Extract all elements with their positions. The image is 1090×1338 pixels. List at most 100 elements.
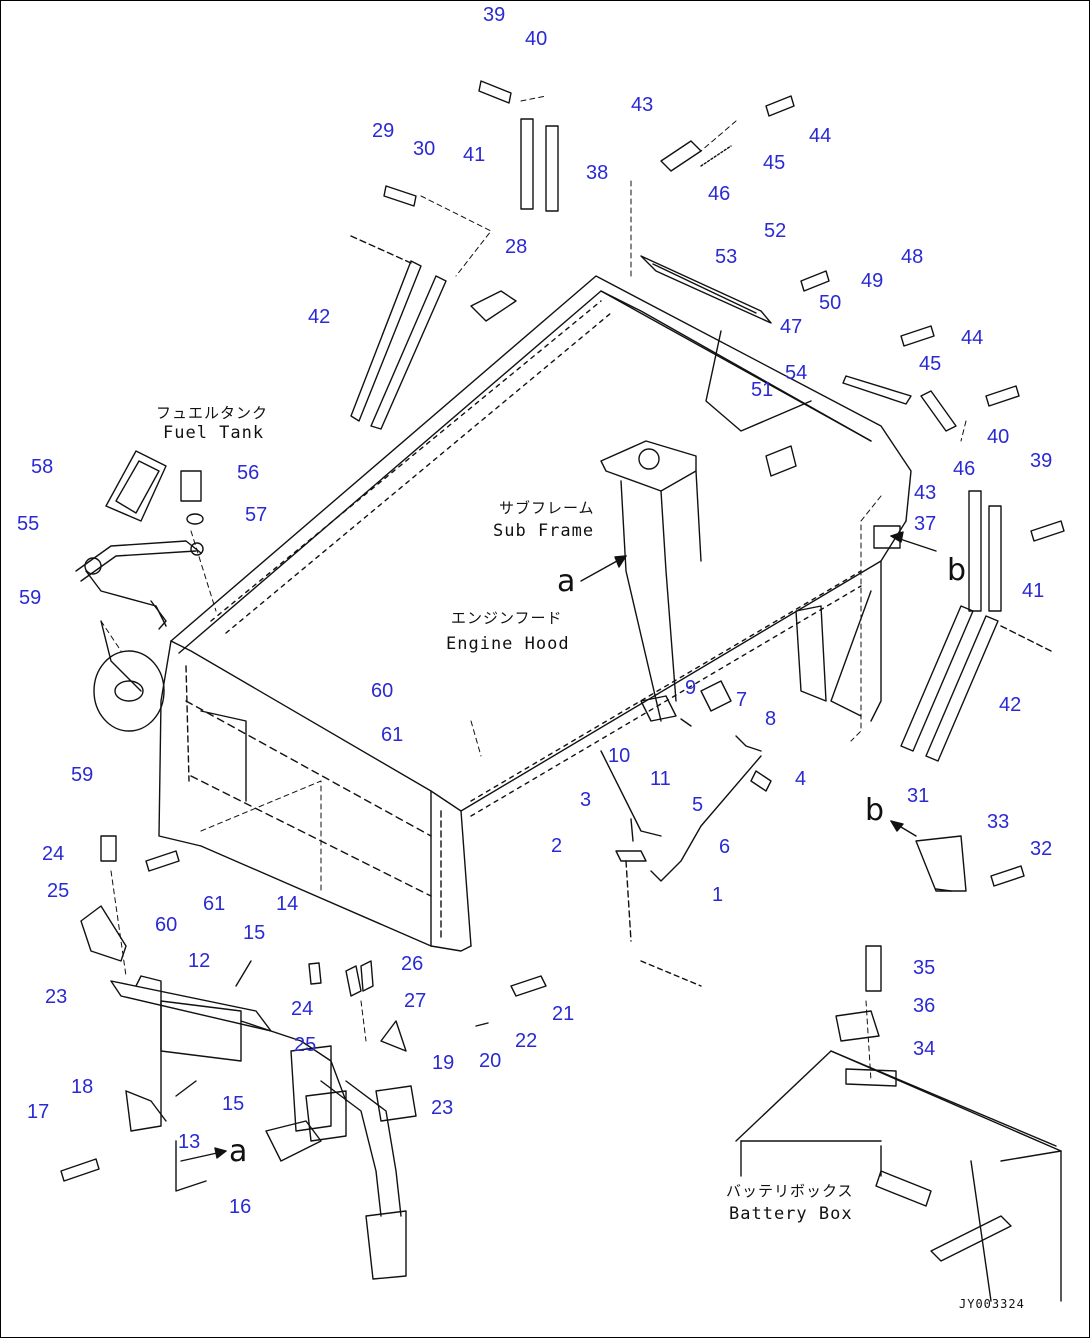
- callout-37: 37: [914, 513, 937, 535]
- lower-frame-parts: [60, 835, 547, 1280]
- callout-61: 61: [381, 724, 404, 746]
- callout-60b: 60: [155, 914, 178, 936]
- callout-41: 41: [463, 144, 486, 166]
- callout-53: 53: [715, 246, 738, 268]
- callout-48: 48: [901, 246, 924, 268]
- engine-hood-label-en: Engine Hood: [446, 634, 570, 654]
- callout-33: 33: [987, 811, 1010, 833]
- callout-13: 13: [178, 1131, 201, 1153]
- callout-5: 5: [692, 794, 704, 816]
- callout-24: 24: [42, 843, 65, 865]
- callout-26: 26: [401, 953, 424, 975]
- callout-43b: 43: [914, 482, 937, 504]
- callout-15b: 15: [222, 1093, 245, 1115]
- fuel-tank-label-en: Fuel Tank: [163, 423, 265, 443]
- callout-23b: 23: [431, 1097, 454, 1119]
- callout-54: 54: [785, 362, 808, 384]
- callout-14: 14: [276, 893, 299, 915]
- callout-18: 18: [71, 1076, 94, 1098]
- callout-32: 32: [1030, 838, 1053, 860]
- top-hinge-parts: [383, 80, 1065, 612]
- sub-frame-column: [600, 440, 702, 722]
- callout-4: 4: [795, 768, 807, 790]
- callout-25b: 25: [294, 1034, 317, 1056]
- callout-27: 27: [404, 990, 427, 1012]
- callout-50: 50: [819, 292, 842, 314]
- callout-56: 56: [237, 462, 260, 484]
- callout-35: 35: [913, 957, 936, 979]
- right-side-panels: [640, 255, 901, 717]
- callout-24b: 24: [291, 998, 314, 1020]
- sub-frame-label-jp: サブフレーム: [499, 499, 595, 517]
- view-ref-a-lower: a: [229, 1134, 248, 1169]
- callout-30: 30: [413, 138, 436, 160]
- view-ref-b-lower: b: [865, 793, 885, 828]
- view-arrows: [100, 531, 937, 1192]
- callout-9: 9: [685, 677, 697, 699]
- leader-lines: [100, 95, 967, 1082]
- callout-41b: 41: [1022, 580, 1045, 602]
- callout-42b: 42: [999, 694, 1022, 716]
- callout-51: 51: [751, 379, 774, 401]
- callout-31: 31: [907, 785, 930, 807]
- hood-rails: [350, 235, 1052, 762]
- callout-19: 19: [432, 1052, 455, 1074]
- callout-49: 49: [861, 270, 884, 292]
- callout-16: 16: [229, 1196, 252, 1218]
- callout-6: 6: [719, 836, 731, 858]
- callout-59b: 59: [71, 764, 94, 786]
- view-ref-a-upper: a: [557, 564, 576, 599]
- callout-39b: 39: [1030, 450, 1053, 472]
- sub-frame-label-en: Sub Frame: [493, 521, 595, 541]
- callout-55: 55: [17, 513, 40, 535]
- callout-36: 36: [913, 995, 936, 1017]
- battery-box-label-jp: バッテリボックス: [726, 1182, 854, 1200]
- callout-38: 38: [586, 162, 609, 184]
- callout-22: 22: [515, 1030, 538, 1052]
- callout-29: 29: [372, 120, 395, 142]
- callout-34: 34: [913, 1038, 936, 1060]
- callout-45: 45: [763, 152, 786, 174]
- callout-25: 25: [47, 880, 70, 902]
- callout-15: 15: [243, 922, 266, 944]
- callout-42: 42: [308, 306, 331, 328]
- callout-44b: 44: [961, 327, 984, 349]
- figure-code: JY003324: [959, 1297, 1025, 1311]
- callout-20: 20: [479, 1050, 502, 1072]
- callout-28: 28: [505, 236, 528, 258]
- callout-45b: 45: [919, 353, 942, 375]
- callout-11: 11: [650, 768, 671, 790]
- callout-40b: 40: [987, 426, 1010, 448]
- engine-hood-body: [158, 275, 912, 952]
- fuel-tank-bracket-parts: [75, 450, 204, 732]
- callout-17: 17: [27, 1101, 50, 1123]
- battery-box-parts: [735, 835, 1062, 1302]
- callout-21: 21: [552, 1003, 575, 1025]
- callout-12: 12: [188, 950, 211, 972]
- callout-8: 8: [765, 708, 777, 730]
- callout-46b: 46: [953, 458, 976, 480]
- callout-2: 2: [551, 835, 563, 857]
- battery-box-label-en: Battery Box: [729, 1204, 853, 1224]
- callout-58: 58: [31, 456, 54, 478]
- engine-hood-label-jp: エンジンフード: [451, 609, 563, 627]
- callout-1: 1: [712, 884, 724, 906]
- callout-47: 47: [780, 316, 803, 338]
- callout-60: 60: [371, 680, 394, 702]
- callout-3: 3: [580, 789, 592, 811]
- callout-7: 7: [736, 689, 748, 711]
- latch-cable-parts: [600, 680, 772, 987]
- callout-59: 59: [19, 587, 42, 609]
- callout-10: 10: [608, 745, 631, 767]
- callout-57: 57: [245, 504, 268, 526]
- callout-43: 43: [631, 94, 654, 116]
- callout-46: 46: [708, 183, 731, 205]
- callout-52: 52: [764, 220, 787, 242]
- callout-23: 23: [45, 986, 68, 1008]
- callout-40: 40: [525, 28, 548, 50]
- view-ref-b-upper: b: [947, 553, 967, 588]
- fuel-tank-label-jp: フュエルタンク: [156, 404, 269, 422]
- callout-61b: 61: [203, 893, 226, 915]
